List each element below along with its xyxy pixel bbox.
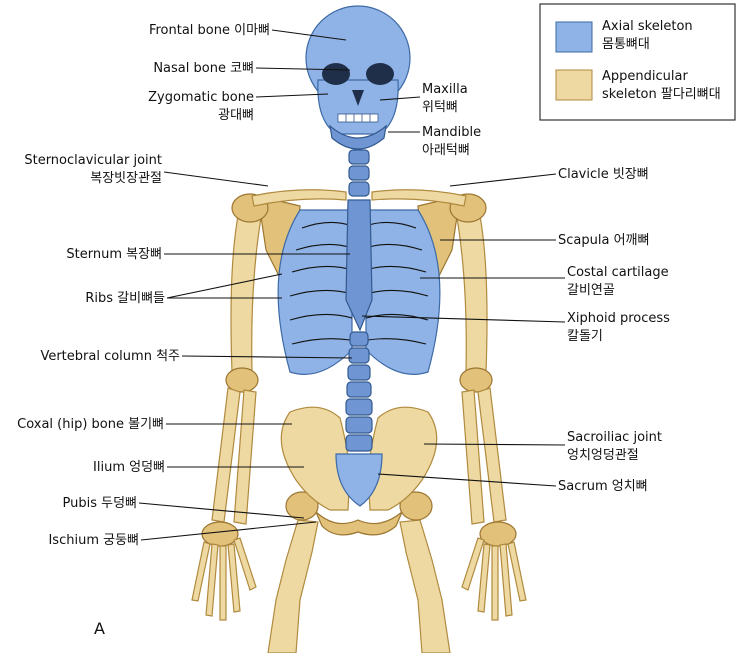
label-mandible-1: Mandible bbox=[422, 125, 481, 140]
rib-cage bbox=[277, 209, 441, 375]
label-sacrum: Sacrum 엉치뼈 bbox=[558, 479, 648, 494]
legend-appendicular-label-2: skeleton 팔다리뼈대 bbox=[602, 87, 721, 102]
right-hand bbox=[461, 521, 527, 621]
label-xiphoid-process-1: Xiphoid process bbox=[567, 311, 670, 326]
label-coxal-bone: Coxal (hip) bone 볼기뼈 bbox=[17, 417, 164, 432]
left-clavicle bbox=[251, 189, 347, 207]
figure-letter: A bbox=[94, 619, 105, 638]
pubic-bones bbox=[315, 511, 403, 536]
sacrum bbox=[335, 453, 383, 507]
label-xiphoid-process-2: 칼돌기 bbox=[567, 329, 603, 344]
label-zygomatic-bone-1: Zygomatic bone bbox=[148, 90, 254, 105]
label-ribs: Ribs 갈비뼈들 bbox=[85, 291, 165, 306]
label-sacroiliac-joint-1: Sacroiliac joint bbox=[567, 430, 662, 445]
label-sternum: Sternum 복장뼈 bbox=[66, 247, 162, 262]
label-costal-cartilage-1: Costal cartilage bbox=[567, 265, 669, 280]
label-scapula: Scapula 어깨뼈 bbox=[558, 233, 649, 248]
sternum bbox=[345, 199, 373, 332]
label-sacroiliac-joint-2: 엉치엉덩관절 bbox=[567, 448, 639, 463]
legend: Axial skeleton 몸통뼈대 Appendicular skeleto… bbox=[539, 3, 736, 121]
label-vertebral-column: Vertebral column 척주 bbox=[40, 349, 180, 364]
legend-axial-label-ko: 몸통뼈대 bbox=[602, 37, 650, 52]
right-labels: Maxilla 위턱뼈 Mandible 아래턱뼈 Clavicle 빗장뼈 S… bbox=[422, 82, 670, 494]
label-ischium: Ischium 궁둥뼈 bbox=[48, 533, 139, 548]
label-sternoclavicular-joint-2: 복장빗장관절 bbox=[90, 171, 162, 186]
leader-lines bbox=[138, 29, 566, 541]
legend-swatch-axial bbox=[555, 21, 593, 53]
label-zygomatic-bone-2: 광대뼈 bbox=[218, 108, 254, 123]
label-nasal-bone: Nasal bone 코뼈 bbox=[153, 61, 254, 76]
label-clavicle: Clavicle 빗장뼈 bbox=[558, 167, 649, 182]
right-elbow bbox=[459, 367, 493, 393]
label-frontal-bone: Frontal bone 이마뼈 bbox=[149, 23, 270, 38]
skull bbox=[305, 5, 411, 150]
legend-axial-label: Axial skeleton bbox=[602, 19, 693, 34]
left-hand bbox=[191, 521, 257, 621]
label-maxilla-2: 위턱뼈 bbox=[422, 100, 458, 115]
left-coxal-bone bbox=[280, 406, 351, 511]
right-coxal-bone bbox=[367, 406, 438, 511]
label-ilium: Ilium 엉덩뼈 bbox=[93, 460, 165, 475]
label-maxilla-1: Maxilla bbox=[422, 82, 468, 97]
right-humerus bbox=[455, 205, 488, 373]
right-femur bbox=[399, 519, 451, 654]
label-sternoclavicular-joint-1: Sternoclavicular joint bbox=[24, 153, 162, 168]
right-femoral-head bbox=[399, 491, 433, 521]
label-mandible-2: 아래턱뼈 bbox=[422, 143, 470, 158]
label-pubis: Pubis 두덩뼈 bbox=[63, 496, 138, 511]
legend-swatch-appendicular bbox=[555, 69, 593, 101]
left-humerus bbox=[230, 205, 263, 373]
left-femoral-head bbox=[285, 491, 319, 521]
legend-appendicular-label-1: Appendicular bbox=[602, 69, 688, 84]
label-costal-cartilage-2: 갈비연골 bbox=[567, 283, 615, 298]
left-elbow bbox=[225, 367, 259, 393]
right-ulna bbox=[461, 389, 485, 525]
left-femur bbox=[267, 519, 319, 654]
vertebral-column bbox=[345, 149, 373, 452]
left-labels: Frontal bone 이마뼈 Nasal bone 코뼈 Zygomatic… bbox=[17, 23, 270, 548]
right-clavicle bbox=[371, 189, 467, 207]
skeleton-figure bbox=[191, 5, 527, 654]
